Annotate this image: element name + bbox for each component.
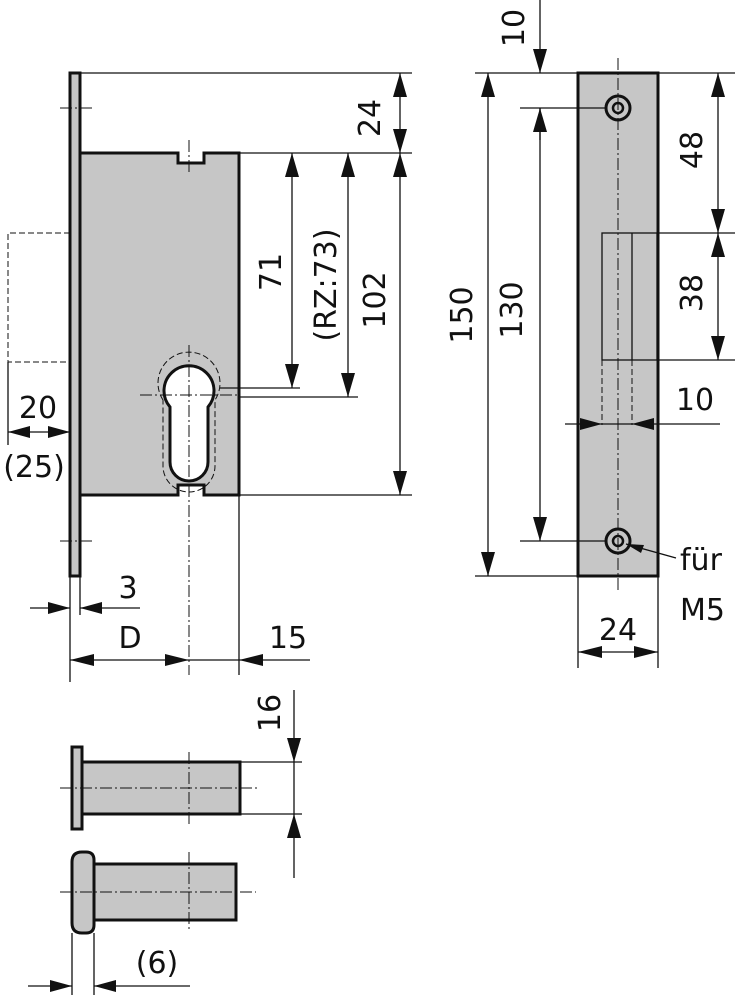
dim-38: 38 bbox=[675, 233, 725, 360]
dim-16: 16 bbox=[240, 690, 302, 878]
dim-10-right: 10 bbox=[565, 383, 720, 430]
dim-48-label: 48 bbox=[675, 131, 710, 169]
dim-3-label: 3 bbox=[118, 571, 137, 606]
dim-20: 20 (25) bbox=[3, 391, 70, 485]
keyhole-hidden-outline bbox=[157, 351, 221, 493]
dim-130: 130 bbox=[495, 108, 547, 541]
dim-71-label: 71 bbox=[254, 253, 289, 291]
dim-150-label: 150 bbox=[445, 286, 480, 343]
dim-71: 71 bbox=[254, 153, 299, 388]
dim-25-label: (25) bbox=[3, 450, 65, 485]
dim-24-top-label: 24 bbox=[353, 99, 388, 137]
lock-body bbox=[7, 71, 241, 675]
dim-15-label: 15 bbox=[269, 621, 307, 656]
screw-callout: für M5 bbox=[625, 543, 725, 628]
callout-fuer-label: für bbox=[680, 543, 723, 578]
dim-24-bottom: 24 bbox=[578, 613, 658, 658]
dim-48: 48 bbox=[675, 73, 725, 233]
dim-6: (6) bbox=[28, 933, 190, 995]
dim-38-label: 38 bbox=[675, 274, 710, 312]
bolt-hidden-outline bbox=[7, 232, 70, 363]
dim-150: 150 bbox=[445, 73, 495, 576]
dim-102-label: 102 bbox=[358, 271, 393, 328]
dim-10-right-label: 10 bbox=[676, 383, 714, 418]
strike-extension-lines bbox=[475, 72, 735, 668]
dim-rz73: (RZ:73) bbox=[309, 153, 355, 397]
callout-m5-label: M5 bbox=[680, 593, 725, 628]
dim-D: D bbox=[70, 621, 189, 666]
dim-D-label: D bbox=[118, 621, 141, 656]
dim-20-label: 20 bbox=[19, 391, 57, 426]
dim-24-top: 24 bbox=[353, 73, 407, 153]
dim-130-label: 130 bbox=[495, 281, 530, 338]
dim-15: 15 bbox=[189, 621, 310, 666]
bolt-opening bbox=[601, 232, 658, 361]
pin-lower bbox=[60, 850, 256, 935]
dim-24-bottom-label: 24 bbox=[599, 613, 637, 648]
pin-upper bbox=[60, 745, 258, 831]
dim-102: 102 bbox=[358, 153, 407, 495]
strike-plate bbox=[576, 58, 660, 590]
dim-10-top: 10 bbox=[497, 0, 547, 140]
cylinder-keyhole bbox=[162, 364, 216, 483]
dim-rz73-label: (RZ:73) bbox=[309, 228, 344, 341]
dim-6-label: (6) bbox=[136, 946, 179, 981]
lock-extension-lines bbox=[7, 72, 412, 682]
dim-10-top-label: 10 bbox=[497, 9, 532, 47]
dim-16-label: 16 bbox=[253, 694, 288, 732]
dim-3: 3 bbox=[30, 571, 140, 614]
